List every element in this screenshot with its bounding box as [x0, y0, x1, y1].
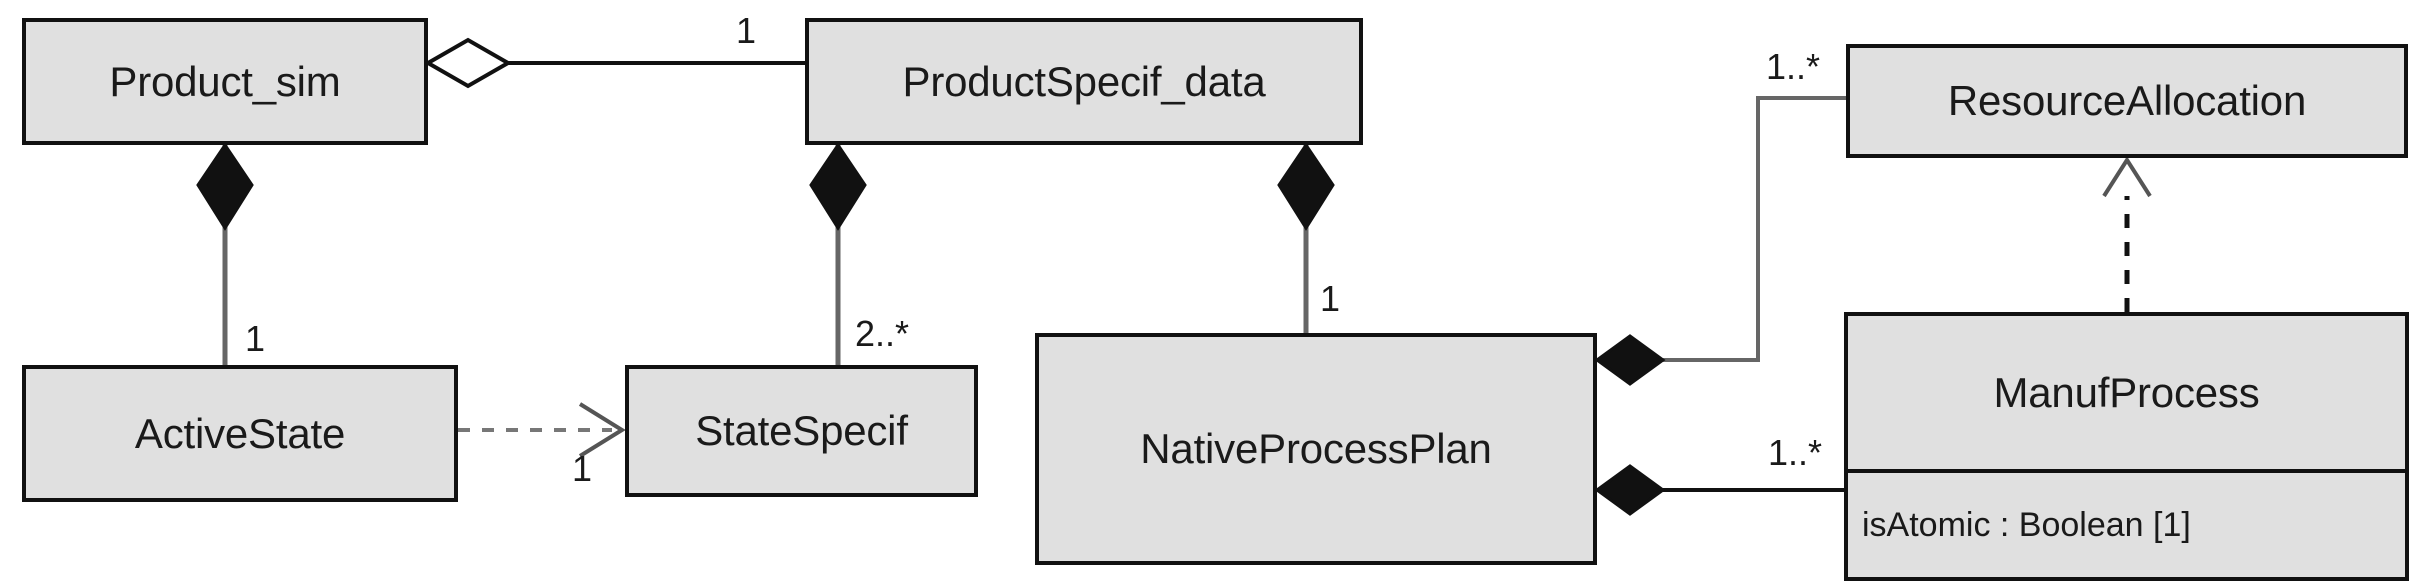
class-box-product-sim[interactable]: Product_sim — [22, 18, 428, 145]
class-name-label: StateSpecif — [695, 407, 908, 454]
class-box-product-specif-data[interactable]: ProductSpecif_data — [805, 18, 1363, 145]
multiplicity-active-state-top: 1 — [245, 318, 266, 359]
class-name-label: ResourceAllocation — [1947, 77, 2307, 124]
edge-native-process-plan-to-resource-allocation — [1594, 96, 1846, 386]
filled-diamond-composition-icon — [1277, 142, 1335, 231]
class-name-label: ManufProcess — [1993, 368, 2260, 416]
multiplicity-state-specif-left: 1 — [572, 448, 593, 489]
class-name-compartment: StateSpecif — [629, 369, 974, 493]
filled-diamond-composition-icon — [1594, 334, 1666, 386]
edge-active-state-to-state-specif — [458, 402, 626, 458]
edge-product-specif-data-to-native-process-plan — [1277, 142, 1335, 333]
filled-diamond-composition-icon — [196, 142, 254, 231]
class-name-compartment: NativeProcessPlan — [1039, 337, 1593, 561]
edge-manuf-process-to-resource-allocation — [2102, 156, 2152, 312]
class-box-manuf-process[interactable]: ManufProcess isAtomic : Boolean [1] — [1844, 312, 2409, 581]
multiplicity-product-specif-data-top: 1 — [736, 10, 757, 51]
hollow-triangle-generalization-icon — [2102, 156, 2152, 198]
edge-product-sim-to-active-state — [196, 142, 254, 365]
class-name-compartment: ProductSpecif_data — [809, 22, 1359, 141]
open-arrow-head-icon — [578, 402, 626, 458]
attribute-is-atomic: isAtomic : Boolean [1] — [1862, 505, 2191, 544]
class-box-resource-allocation[interactable]: ResourceAllocation — [1846, 44, 2408, 158]
filled-diamond-composition-icon — [809, 142, 867, 231]
class-box-active-state[interactable]: ActiveState — [22, 365, 458, 502]
edge-product-sim-to-product-specif-data — [423, 37, 805, 89]
multiplicity-native-process-plan-top: 1 — [1320, 278, 1341, 319]
multiplicity-resource-allocation-left: 1..* — [1766, 46, 1821, 87]
edge-product-specif-data-to-state-specif — [809, 142, 867, 365]
class-box-native-process-plan[interactable]: NativeProcessPlan — [1035, 333, 1597, 565]
multiplicity-manuf-process-left: 1..* — [1768, 432, 1823, 473]
class-name-compartment: ManufProcess — [1848, 316, 2405, 469]
class-name-compartment: ActiveState — [26, 369, 454, 498]
class-name-label: ProductSpecif_data — [902, 57, 1266, 105]
filled-diamond-composition-icon — [1594, 464, 1666, 516]
hollow-diamond-aggregation-icon — [423, 37, 513, 89]
class-name-compartment: Product_sim — [26, 22, 424, 141]
class-name-compartment: ResourceAllocation — [1850, 48, 2404, 154]
class-name-label: NativeProcessPlan — [1140, 425, 1492, 472]
class-attribute-compartment: isAtomic : Boolean [1] — [1848, 469, 2405, 577]
class-name-label: Product_sim — [109, 57, 341, 105]
class-name-label: ActiveState — [134, 409, 346, 457]
multiplicity-state-specif-top: 2..* — [855, 313, 910, 354]
class-box-state-specif[interactable]: StateSpecif — [625, 365, 978, 497]
edge-native-process-plan-to-manuf-process — [1594, 464, 1844, 516]
